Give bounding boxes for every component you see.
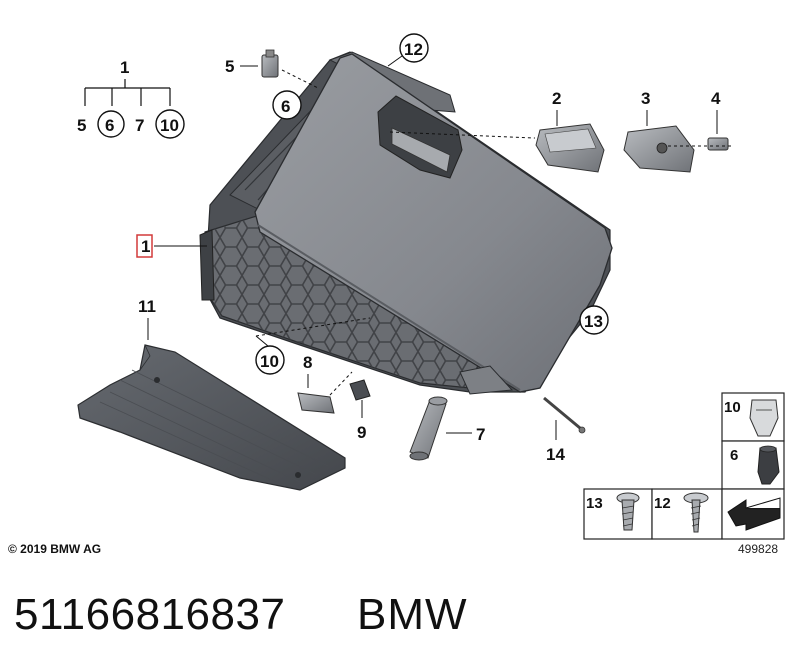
- callout-3[interactable]: 3: [641, 89, 650, 108]
- arrow-icon: [727, 497, 781, 531]
- screw-12-icon: [683, 492, 709, 533]
- legend-12-label[interactable]: 12: [654, 495, 671, 512]
- diagram-id: 499828: [738, 542, 779, 556]
- assembly-tree: 1 5 6 7 10: [77, 58, 185, 139]
- part-7-damper: [409, 396, 448, 461]
- part-number: 51166816837: [14, 590, 286, 639]
- diagram-canvas: 1 5 6 7 10: [77, 33, 785, 540]
- callout-4[interactable]: 4: [711, 89, 721, 108]
- part-4-bolt: [707, 137, 729, 151]
- callout-1-tree[interactable]: 1: [120, 58, 129, 77]
- callout-5[interactable]: 5: [225, 57, 234, 76]
- part-3-lock: [623, 125, 695, 173]
- glove-box: [199, 51, 613, 395]
- callout-9[interactable]: 9: [357, 423, 366, 442]
- part-9-clip: [349, 379, 371, 401]
- callout-14[interactable]: 14: [546, 445, 565, 464]
- part-5-clip: [261, 49, 279, 78]
- brand-name: BMW: [357, 590, 468, 639]
- callout-1[interactable]: 1: [141, 237, 150, 256]
- bumper-6-icon: [757, 445, 780, 485]
- callout-6[interactable]: 6: [281, 97, 290, 116]
- callout-2[interactable]: 2: [552, 89, 561, 108]
- callout-7-tree[interactable]: 7: [135, 116, 144, 135]
- legend-6-label[interactable]: 6: [730, 447, 738, 464]
- callout-13[interactable]: 13: [584, 312, 603, 331]
- callout-11[interactable]: 11: [138, 297, 156, 316]
- floor-mat: [77, 344, 346, 491]
- fastener-legend: 10 6 13 12: [583, 392, 785, 540]
- callout-10-tree[interactable]: 10: [160, 116, 179, 135]
- parts-diagram: 1 5 6 7 10: [77, 33, 785, 540]
- screw-13-icon: [616, 492, 640, 531]
- callout-12[interactable]: 12: [404, 40, 423, 59]
- clip-10-icon: [749, 399, 779, 437]
- callout-10[interactable]: 10: [260, 352, 279, 371]
- legend-13-label[interactable]: 13: [586, 495, 603, 512]
- copyright-text: © 2019 BMW AG: [8, 542, 102, 556]
- callout-7[interactable]: 7: [476, 425, 485, 444]
- part-14-bolt: [543, 396, 586, 434]
- part-2-latch: [535, 123, 605, 173]
- callout-8[interactable]: 8: [303, 353, 312, 372]
- part-8-insert: [297, 392, 335, 414]
- callout-6-tree[interactable]: 6: [105, 116, 114, 135]
- callout-5-tree[interactable]: 5: [77, 116, 86, 135]
- legend-10-label[interactable]: 10: [724, 399, 741, 416]
- highlight-box: [136, 234, 153, 258]
